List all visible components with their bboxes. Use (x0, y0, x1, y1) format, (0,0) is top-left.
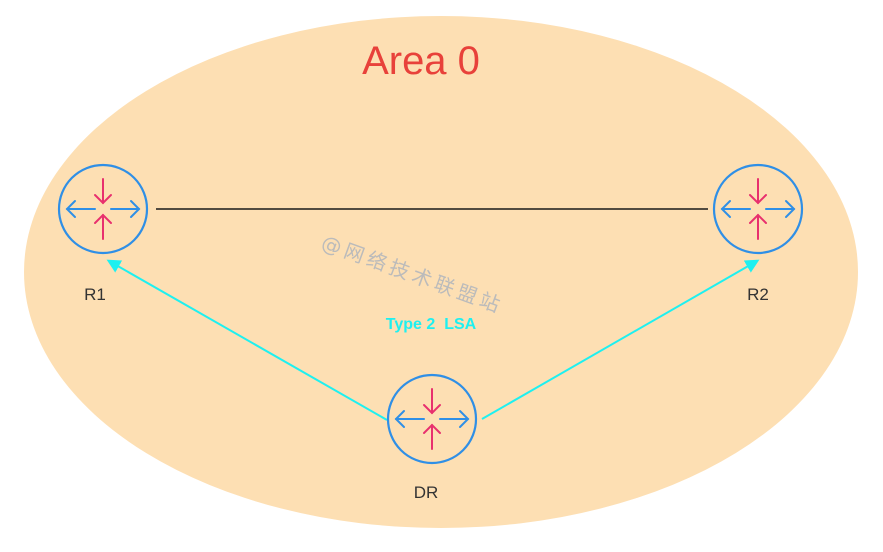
area-0-region (24, 16, 858, 528)
lsa-arrow-to-r1 (106, 259, 388, 421)
lsa-label: Type 2 LSA (386, 316, 477, 333)
lsa-arrow-to-r2 (481, 259, 760, 420)
area-title: Area 0 (362, 39, 480, 83)
router-label-r1: R1 (84, 285, 106, 304)
router-label-r2: R2 (747, 285, 769, 304)
router-label-dr: DR (414, 483, 439, 502)
